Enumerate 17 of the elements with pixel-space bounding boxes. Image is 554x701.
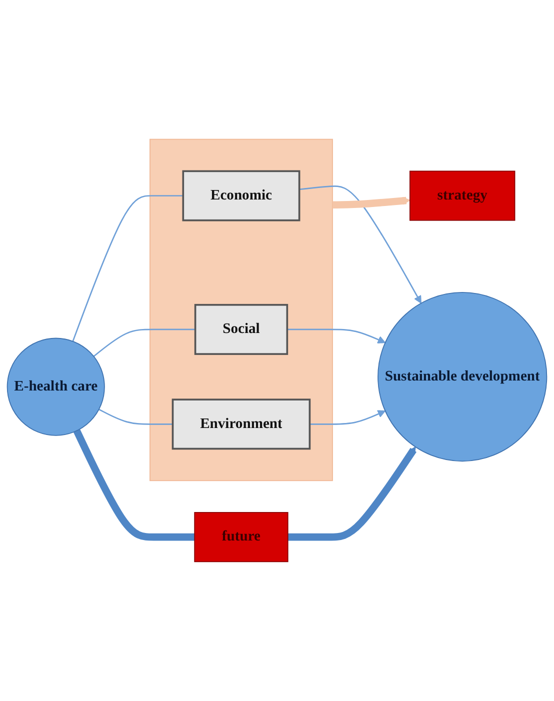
node-box: Economic xyxy=(182,170,300,222)
arrow xyxy=(299,186,422,304)
arrow xyxy=(287,328,386,344)
connector xyxy=(93,328,196,357)
node-circle: Sustainable development xyxy=(378,292,548,462)
node-box: strategy xyxy=(410,170,516,221)
arrow xyxy=(332,196,410,209)
arrow xyxy=(288,446,416,541)
node-circle: E-health care xyxy=(6,338,105,436)
cluster xyxy=(150,138,333,482)
node-box: Social xyxy=(194,304,288,355)
arrow xyxy=(310,410,386,425)
connector xyxy=(98,408,173,425)
connector xyxy=(72,195,184,342)
node-box: Environment xyxy=(172,398,311,450)
connector xyxy=(73,429,195,541)
node-box: future xyxy=(194,512,288,562)
